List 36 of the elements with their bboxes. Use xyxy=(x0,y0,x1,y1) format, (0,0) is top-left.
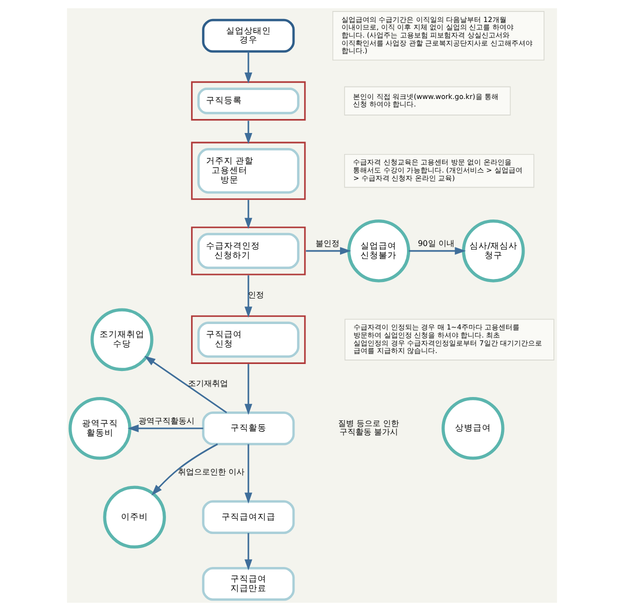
arrow xyxy=(128,424,204,432)
node-box: 구직등록 xyxy=(191,81,306,121)
node-circle: 상병급여 xyxy=(442,396,504,460)
node-circle: 실업급여 신청불가 xyxy=(347,220,410,282)
arrow xyxy=(244,444,252,504)
edge-label: 취업으로인한 이사 xyxy=(178,468,245,477)
node-circle: 심사/재심사 청구 xyxy=(462,220,525,282)
edge-label: 90일 이내 xyxy=(418,239,454,248)
arrow xyxy=(244,120,252,144)
node-box: 구직활동 xyxy=(202,412,295,446)
arrow xyxy=(306,247,352,255)
node-box: 실업급여의 수급기간은 이직일의 다음날부터 12개월 이내이므로, 이직 이후 지체 없이 실업의 신고를 하여야 합니다. (사업주는 고용보험 피보험자격 상실신고서와 이직확인서를 사업장 관할 근로복지공단지사로 신고해주셔야 합니다.) xyxy=(332,11,544,60)
arrow xyxy=(244,200,252,229)
node-box: 구직급여 신청 xyxy=(191,315,306,364)
arrow xyxy=(244,533,252,570)
edge-label: 조기재취업 xyxy=(188,378,228,388)
node-circle: 조기재취업 수당 xyxy=(90,308,154,372)
node-box: 수급자격 신청교육은 고용센터 방문 없이 온라인을 통해서도 수강이 가능합니다. (개인서비스 > 실업급여 > 수급자격 신청자 온라인 교육) xyxy=(344,154,534,188)
node-box: 본인이 직접 워크넷(www.work.go.kr)을 통해 신청 하여야 합니다. xyxy=(344,86,511,116)
arrow xyxy=(151,443,218,496)
edge-label: 광역구직활동시 xyxy=(138,416,195,426)
edge-label: 인정 xyxy=(248,290,264,300)
node-box: 실업상태인 경우 xyxy=(202,18,295,53)
arrow xyxy=(408,247,466,255)
arrow xyxy=(244,275,252,318)
node-box: 수급자격이 인정되는 경우 매 1~4주마다 고용센터를 방문하여 실업인정 신청을 하셔야 합니다. 최초 실업인정의 경우 수급자격인정일로부터 7일간 대기기간으로 급여를 지급하지 않습니다. xyxy=(344,318,554,360)
edge-label: 불인정 xyxy=(315,239,340,248)
node-box: 구직급여 지급만료 xyxy=(202,567,295,601)
arrow xyxy=(144,356,228,414)
node-circle: 광역구직 활동비 xyxy=(68,396,132,460)
node-box: 수급자격인정 신청하기 xyxy=(191,226,306,276)
node-box: 거주지 관할 고용센터 방문 xyxy=(191,142,306,200)
arrow xyxy=(244,52,252,84)
node-box: 구직급여지급 xyxy=(202,500,295,534)
arrow xyxy=(244,364,252,415)
label: 질병 등으로 인한 구직활동 불가시 xyxy=(338,419,400,437)
